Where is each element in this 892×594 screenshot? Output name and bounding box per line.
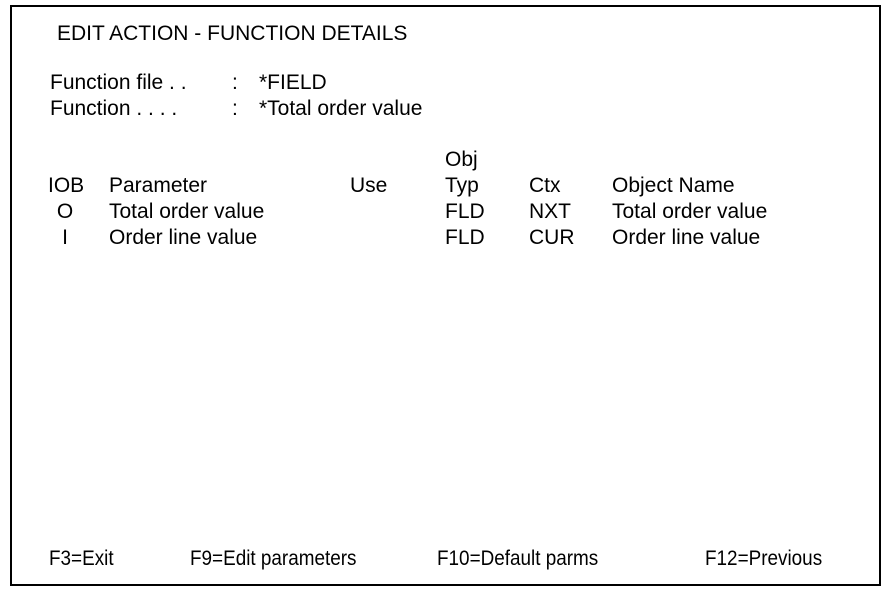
table-header-obj-row: Obj: [12, 147, 879, 173]
cell-typ: FLD: [445, 226, 485, 249]
cell-parameter: Total order value: [109, 200, 265, 223]
function-file-row: Function file . . : *FIELD: [12, 70, 879, 96]
fkey-f3-exit[interactable]: F3=Exit: [49, 547, 114, 570]
cell-ctx: NXT: [529, 200, 571, 223]
column-header-object-name: Object Name: [612, 174, 735, 197]
fkey-f12-previous[interactable]: F12=Previous: [705, 547, 823, 570]
column-header-obj: Obj: [445, 148, 478, 171]
table-row: I Order line value FLD CUR Order line va…: [12, 225, 879, 251]
column-header-iob: IOB: [48, 174, 85, 197]
cell-ctx: CUR: [529, 226, 575, 249]
title-row: EDIT ACTION - FUNCTION DETAILS: [12, 21, 879, 47]
function-row: Function . . . . : *Total order value: [12, 96, 879, 122]
fkey-f9-edit-parameters[interactable]: F9=Edit parameters: [190, 547, 357, 570]
fkey-f10-default-parms[interactable]: F10=Default parms: [437, 547, 599, 570]
function-label: Function . . . .: [50, 97, 178, 120]
page-title: EDIT ACTION - FUNCTION DETAILS: [57, 22, 408, 45]
column-header-ctx: Ctx: [529, 174, 561, 197]
table-row: O Total order value FLD NXT Total order …: [12, 199, 879, 225]
cell-iob: O: [56, 200, 74, 223]
column-header-use: Use: [350, 174, 388, 197]
column-header-typ: Typ: [445, 174, 479, 197]
function-key-row: F3=Exit F9=Edit parameters F10=Default p…: [12, 546, 879, 572]
function-file-label: Function file . .: [50, 71, 187, 94]
terminal-screen: EDIT ACTION - FUNCTION DETAILS Function …: [10, 5, 881, 586]
cell-parameter: Order line value: [109, 226, 258, 249]
cell-object-name: Order line value: [612, 226, 761, 249]
cell-typ: FLD: [445, 200, 485, 223]
function-file-separator: :: [232, 71, 238, 94]
function-separator: :: [232, 97, 238, 120]
function-file-value: *FIELD: [259, 71, 327, 94]
cell-iob: I: [62, 226, 68, 249]
column-header-parameter: Parameter: [109, 174, 208, 197]
table-header-row: IOB Parameter Use Typ Ctx Object Name: [12, 173, 879, 199]
cell-object-name: Total order value: [612, 200, 768, 223]
function-value: *Total order value: [259, 97, 423, 120]
